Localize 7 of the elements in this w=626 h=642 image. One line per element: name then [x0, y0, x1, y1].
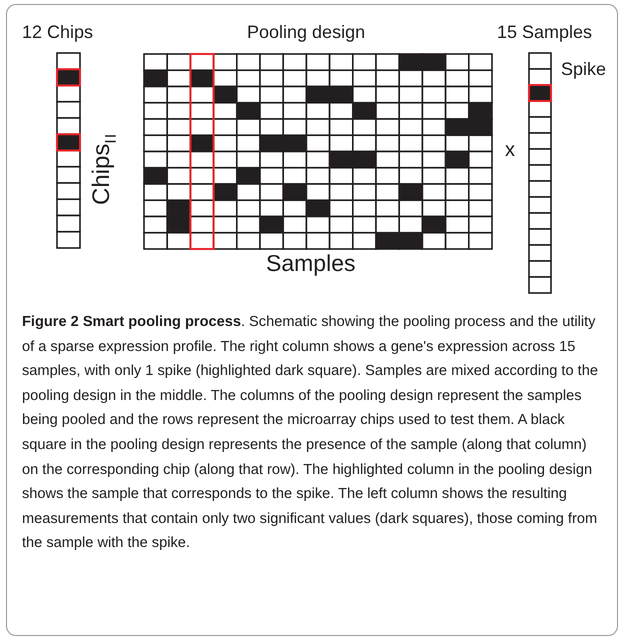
multiply-sign: x [505, 140, 515, 160]
figure-caption: Figure 2 Smart pooling process. Schematic showing the pooling process and the utility of a sparse expression profile. The right column shows a gene's expression across 15 samples, with only 1 spike (highlighted dark square). Samples are mixed according to the pooling design in the middle. The columns of the pooling design represent the samples being pooled and the rows represent the microarray chips used to test them. A black square in the pooling design represents the presence of the sample (along that column) on the corresponding chip (along that row). The highlighted column in the pooling design shows the sample that corresponds to the spike. The left column shows the resulting measurements that contain only two significant values (dark squares), those coming from the sample with the spike. [22, 313, 599, 554]
grid-heading: Pooling design [247, 23, 366, 41]
column-heading: 15 Samples [497, 23, 592, 41]
column-heading: 12 Chips [22, 23, 94, 41]
annotation-label: Spike [561, 60, 606, 78]
axis-label: Samples [266, 252, 356, 275]
